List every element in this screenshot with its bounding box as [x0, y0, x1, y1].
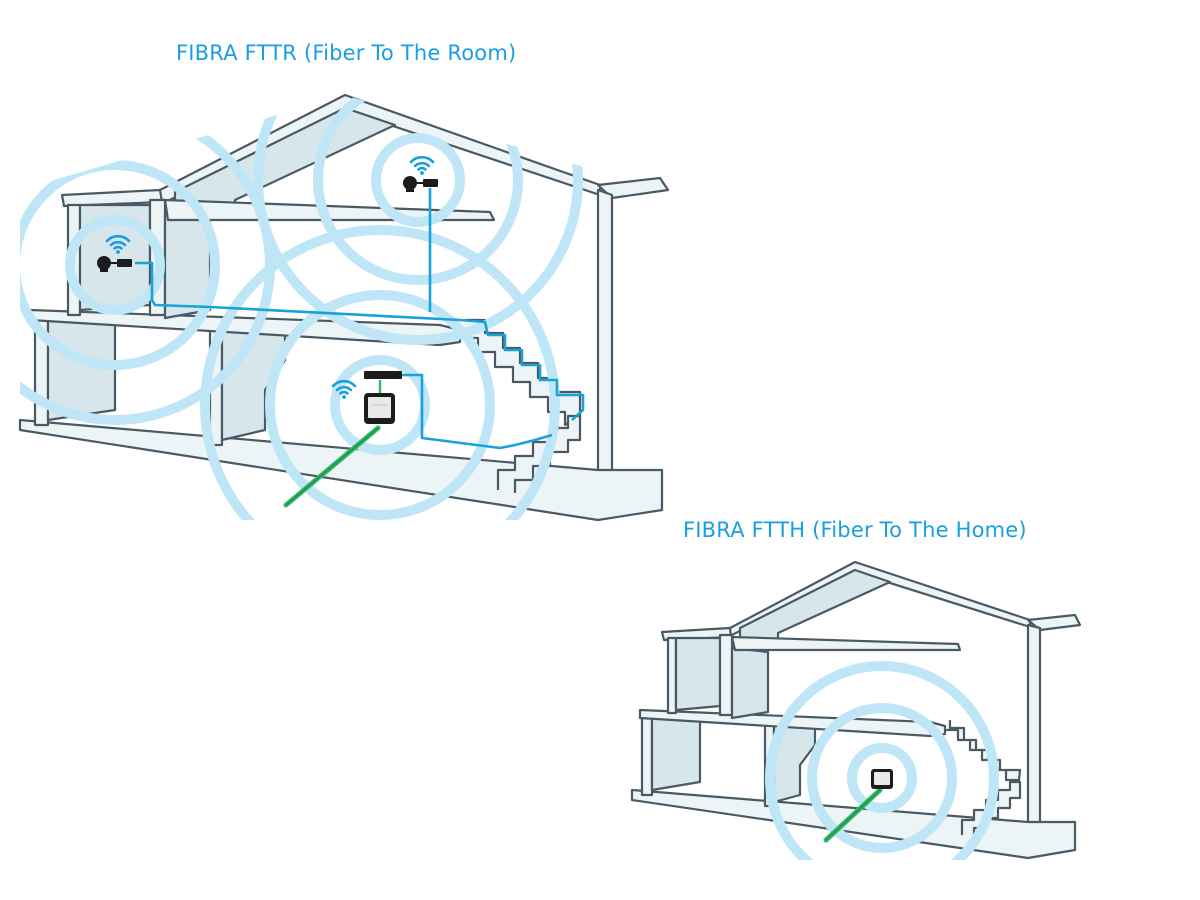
ftth-ont-modem-icon [871, 769, 893, 789]
ftth-right-wall [1026, 623, 1042, 832]
fttr-ont-modem-icon [364, 393, 395, 424]
ftth-upper-room-back [674, 636, 722, 712]
fttr-stairs-upper [460, 318, 582, 427]
fttr-wifi-extender-icon-attic [402, 175, 439, 193]
ftth-upper-partition [718, 633, 734, 717]
fttr-house [18, 93, 670, 522]
ftth-upper-left-wall [666, 636, 678, 715]
ftth-house [630, 560, 1082, 860]
ftth-ground-slab [630, 788, 1077, 860]
fttr-fiber-switch-icon [364, 371, 402, 379]
fttr-ground-slab [18, 418, 664, 522]
ftth-ground-left-room [650, 716, 702, 792]
ftth-attic-shelf [730, 635, 962, 652]
fttr-wifi-coverage [20, 95, 583, 520]
ftth-attic-roof-shade [738, 568, 892, 642]
fttr-stairs-lower [496, 414, 582, 493]
ftth-upper-mid-wall [730, 646, 770, 720]
fttr-indoor-fiber [135, 188, 585, 450]
ftth-left-wall-lower [640, 711, 654, 797]
fttr-wifi-icon-attic [409, 155, 435, 177]
ftth-diagram-title: FIBRA FTTH (Fiber To The Home) [683, 518, 1027, 542]
fttr-upper-room-cap [60, 188, 164, 208]
ftth-wifi-coverage [765, 661, 999, 860]
fttr-attic-roof-shade [173, 106, 397, 212]
fttr-right-wall [596, 188, 614, 502]
fttr-diagram-title: FIBRA FTTR (Fiber To The Room) [176, 41, 517, 65]
